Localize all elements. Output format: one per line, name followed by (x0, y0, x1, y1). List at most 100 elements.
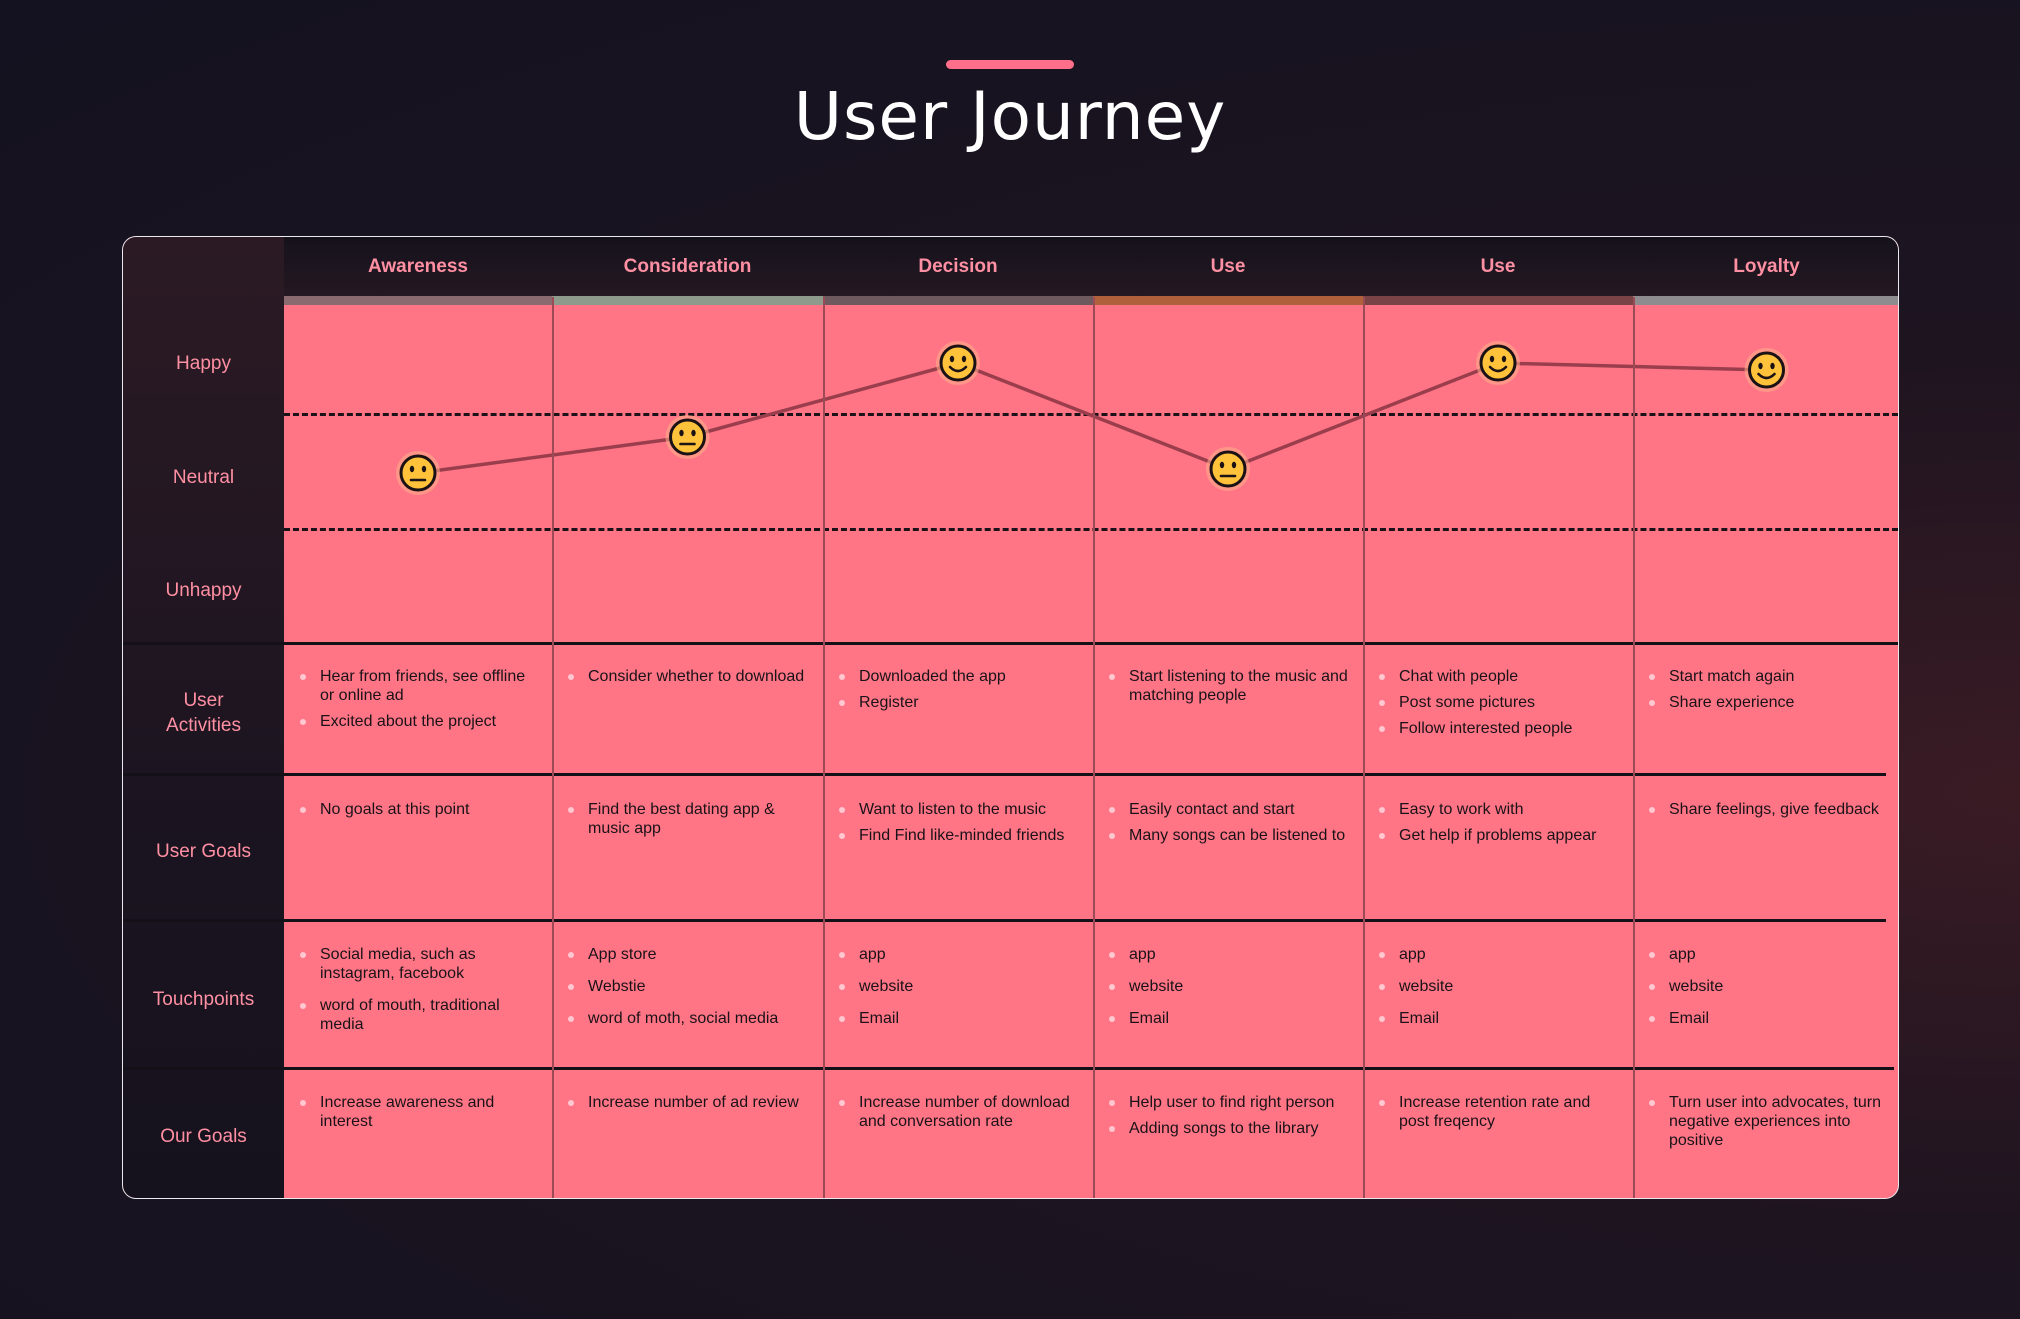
stage-header-loyalty: Loyalty (1733, 256, 1800, 277)
neutral-face-icon (1206, 447, 1250, 491)
bullet-item: Easy to work with (1377, 800, 1619, 819)
bullet-item: website (1647, 977, 1886, 996)
activities-cell: Hear from friends, see offline or online… (298, 667, 538, 738)
bullet-item: website (1107, 977, 1349, 996)
stage-header-decision: Decision (918, 256, 998, 277)
bullet-item: Want to listen to the music (837, 800, 1079, 819)
goals-cell: No goals at this point (298, 800, 538, 826)
bullet-item: word of mouth, traditional media (298, 996, 538, 1034)
bullet-item: Webstie (566, 977, 809, 996)
bullet-item: Adding songs to the library (1107, 1119, 1349, 1138)
column-divider (1363, 297, 1365, 1198)
bullet-item: Increase awareness and interest (298, 1093, 538, 1131)
bullet-item: Downloaded the app (837, 667, 1079, 686)
our-goals-cell: Increase number of ad review (566, 1093, 809, 1119)
stage-header-row (284, 237, 1898, 297)
row-label-neutral: Neutral (172, 467, 235, 488)
our-goals-cell: Increase awareness and interest (298, 1093, 538, 1138)
smile-face-icon (936, 341, 980, 385)
row-label-unhappy: Unhappy (165, 580, 242, 601)
row-divider (123, 642, 1898, 645)
row-label-our-goals: Our Goals (160, 1126, 247, 1147)
row-divider (123, 773, 1886, 776)
neutral-unhappy-divider (284, 528, 1898, 531)
bullet-item: word of moth, social media (566, 1009, 809, 1028)
bullet-item: Find the best dating app & music app (566, 800, 809, 838)
row-label-user-activities: User Activities (166, 689, 241, 736)
column-divider (1633, 297, 1635, 1198)
our-goals-cell: Increase number of download and conversa… (837, 1093, 1079, 1138)
stage-strip (1363, 296, 1633, 305)
stage-strip (1093, 296, 1363, 305)
row-label-column (123, 237, 284, 1198)
stage-strip (1633, 296, 1898, 305)
title-accent-bar (946, 60, 1074, 69)
column-divider (552, 297, 554, 1198)
stage-header-consideration: Consideration (623, 256, 752, 277)
column-divider (823, 297, 825, 1198)
stage-header-use: Use (1210, 256, 1246, 277)
bullet-item: website (837, 977, 1079, 996)
bullet-item: Consider whether to download (566, 667, 809, 686)
bullet-item: Turn user into advocates, turn negative … (1647, 1093, 1886, 1150)
bullet-item: Hear from friends, see offline or online… (298, 667, 538, 705)
bullet-item: Social media, such as instagram, faceboo… (298, 945, 538, 983)
goals-cell: Find the best dating app & music app (566, 800, 809, 845)
bullet-item: Email (1647, 1009, 1886, 1028)
stage-header-use: Use (1480, 256, 1516, 277)
bullet-item: Share feelings, give feedback (1647, 800, 1886, 819)
stage-strip (284, 296, 552, 305)
activities-cell: Start listening to the music and matchin… (1107, 667, 1349, 712)
smile-face-icon (1744, 348, 1789, 392)
activities-cell: Consider whether to download (566, 667, 809, 693)
bullet-item: Email (1377, 1009, 1619, 1028)
bullet-item: app (1647, 945, 1886, 964)
stage-header-awareness: Awareness (368, 256, 468, 277)
page-title: User Journey (793, 78, 1227, 155)
bullet-item: Email (1107, 1009, 1349, 1028)
bullet-item: Post some pictures (1377, 693, 1619, 712)
bullet-item: website (1377, 977, 1619, 996)
bullet-item: Start match again (1647, 667, 1886, 686)
bullet-item: Help user to find right person (1107, 1093, 1349, 1112)
bullet-item: Increase number of download and conversa… (837, 1093, 1079, 1131)
our-goals-cell: Increase retention rate and post freqenc… (1377, 1093, 1619, 1138)
bullet-item: Easily contact and start (1107, 800, 1349, 819)
bullet-item: Follow interested people (1377, 719, 1619, 738)
stage-strip (552, 296, 823, 305)
smile-face-icon (1476, 341, 1520, 385)
bullet-item: Find Find like-minded friends (837, 826, 1079, 845)
bullet-item: App store (566, 945, 809, 964)
bullet-item: Chat with people (1377, 667, 1619, 686)
neutral-face-icon (665, 415, 710, 459)
neutral-face-icon (396, 451, 440, 495)
column-divider (1093, 297, 1095, 1198)
goals-cell: Share feelings, give feedback (1647, 800, 1886, 826)
bullet-item: app (837, 945, 1079, 964)
bullet-item: Register (837, 693, 1079, 712)
bullet-item: Start listening to the music and matchin… (1107, 667, 1349, 705)
bullet-item: Many songs can be listened to (1107, 826, 1349, 845)
journey-board: Happy Neutral Unhappy User Activities Us… (122, 236, 1899, 1199)
bullet-item: app (1377, 945, 1619, 964)
row-divider (123, 919, 1886, 922)
bullet-item: Email (837, 1009, 1079, 1028)
bullet-item: Increase number of ad review (566, 1093, 809, 1112)
our-goals-cell: Turn user into advocates, turn negative … (1647, 1093, 1886, 1157)
touchpoints-cell: Social media, such as instagram, faceboo… (298, 945, 538, 1047)
bullet-item: app (1107, 945, 1349, 964)
bullet-item: Increase retention rate and post freqenc… (1377, 1093, 1619, 1131)
row-label-touchpoints: Touchpoints (152, 988, 255, 1010)
